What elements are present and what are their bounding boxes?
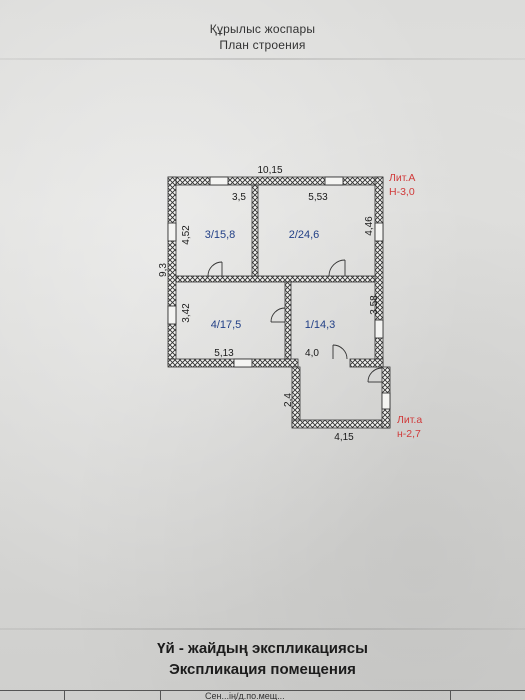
windows (167, 176, 391, 410)
explication-title-kz: Үй - жайдың экспликациясы (157, 640, 368, 657)
dim-left-total: 9,3 (158, 263, 169, 277)
lit-a-height: Н-3,0 (389, 186, 415, 198)
lit-a-small-name: Лит.а (397, 414, 422, 426)
explication-title-ru: Экспликация помещения (169, 661, 356, 678)
walls (167, 176, 391, 429)
dim-room3-height: 4,52 (181, 225, 192, 245)
dim-right-upper: 4,46 (364, 216, 375, 236)
dim-annex-height: 2,4 (283, 393, 294, 407)
room-1-label: 1/14,3 (305, 319, 336, 331)
paper-crease (0, 58, 525, 60)
dim-room2-width: 5,53 (308, 192, 328, 203)
dim-room3-width: 3,5 (232, 192, 246, 203)
table-divider (64, 691, 65, 700)
table-divider (450, 691, 451, 700)
room-2-label: 2/24,6 (289, 229, 320, 241)
dim-annex-width: 4,15 (334, 432, 354, 443)
table-divider (160, 691, 161, 700)
lit-a-name: Лит.А (389, 172, 415, 184)
room-4-label: 4/17,5 (211, 319, 242, 331)
lit-a-small-height: н-2,7 (397, 428, 421, 440)
explication-table-header: Сен...ің/д.по.мещ... (0, 690, 525, 700)
plan-title-ru: План строения (219, 38, 306, 52)
dim-room1-height: 3,58 (369, 295, 380, 315)
table-header-fragment: Сен...ің/д.по.мещ... (205, 691, 285, 700)
doors (207, 259, 383, 383)
plan-title-kz: Құрылыс жоспары (209, 22, 316, 36)
dim-room1-width: 4,0 (305, 348, 319, 359)
dim-room4-width: 5,13 (214, 348, 234, 359)
dim-top-total: 10,15 (257, 165, 282, 176)
dim-room4-height: 3,42 (181, 303, 192, 323)
paper-crease (0, 628, 525, 630)
room-3-label: 3/15,8 (205, 229, 236, 241)
